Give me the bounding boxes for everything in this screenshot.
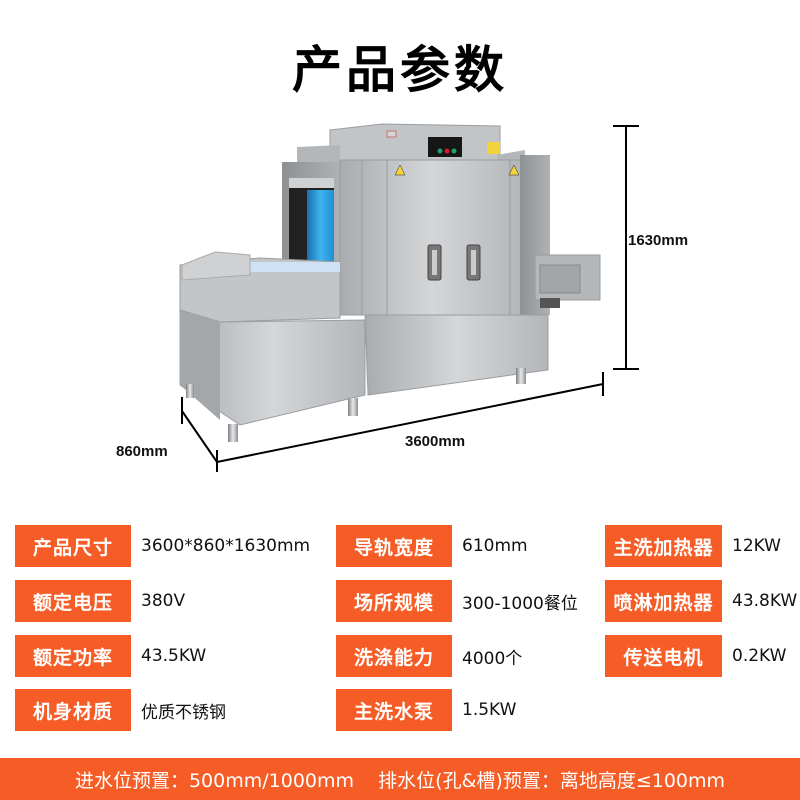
footer-banner: 进水位预置：500mm/1000mm 排水位(孔&槽)预置：离地高度≤100mm — [0, 758, 800, 800]
spec-label: 导轨宽度 — [336, 525, 452, 567]
spec-label: 产品尺寸 — [15, 525, 131, 567]
spec-product-size: 产品尺寸 3600*860*1630mm — [15, 525, 310, 567]
spec-value: 610mm — [462, 536, 528, 556]
spec-value: 43.8KW — [732, 591, 798, 611]
dimension-lines — [181, 125, 639, 472]
spec-value: 0.2KW — [732, 646, 787, 666]
spec-rated-power: 额定功率 43.5KW — [15, 635, 206, 677]
spec-value: 3600*860*1630mm — [141, 536, 311, 556]
spec-spray-heater: 喷淋加热器 43.8KW — [605, 580, 797, 622]
spec-venue-scale: 场所规模 300-1000餐位 — [336, 580, 578, 622]
height-dimension-label: 1630mm — [628, 232, 689, 249]
spec-value: 1.5KW — [462, 700, 517, 720]
control-panel — [428, 137, 462, 157]
spec-main-wash-heater: 主洗加热器 12KW — [605, 525, 781, 567]
page-title: 产品参数 — [292, 41, 508, 99]
spec-label: 主洗加热器 — [605, 525, 722, 567]
spec-label: 喷淋加热器 — [605, 580, 722, 622]
spec-value: 4000个 — [462, 648, 523, 669]
spec-label: 洗涤能力 — [336, 635, 452, 677]
spec-value: 43.5KW — [141, 646, 207, 666]
spec-label: 传送电机 — [605, 635, 722, 677]
length-dimension-label: 3600mm — [405, 433, 466, 450]
spec-label: 场所规模 — [336, 580, 452, 622]
spec-rail-width: 导轨宽度 610mm — [336, 525, 528, 567]
spec-value: 380V — [141, 591, 186, 611]
spec-value: 优质不锈钢 — [141, 702, 226, 723]
spec-main-wash-pump: 主洗水泵 1.5KW — [336, 689, 516, 731]
spec-value: 300-1000餐位 — [462, 593, 578, 614]
spec-label: 额定电压 — [15, 580, 131, 622]
spec-conveyor-motor: 传送电机 0.2KW — [605, 635, 786, 677]
dishwasher-illustration — [179, 123, 639, 472]
spec-label: 额定功率 — [15, 635, 131, 677]
spec-label: 机身材质 — [15, 689, 131, 731]
depth-dimension-label: 860mm — [116, 443, 168, 460]
spec-value: 12KW — [732, 536, 781, 556]
spec-label: 主洗水泵 — [336, 689, 452, 731]
spec-body-material: 机身材质 优质不锈钢 — [15, 689, 226, 731]
spec-washing-capacity: 洗涤能力 4000个 — [336, 635, 522, 677]
spec-rated-voltage: 额定电压 380V — [15, 580, 185, 622]
